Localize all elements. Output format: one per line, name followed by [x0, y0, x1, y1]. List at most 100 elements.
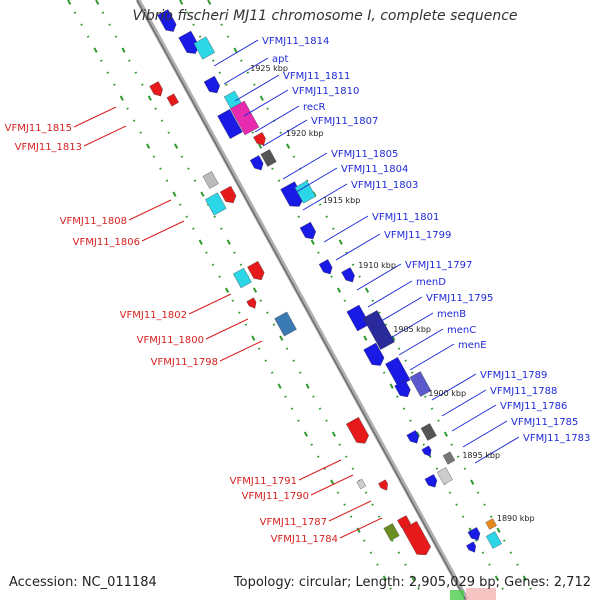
- guide-dot: [277, 179, 281, 182]
- forward-gene-label: menD: [416, 277, 446, 288]
- guide-dot: [529, 587, 532, 590]
- label-leader: [323, 215, 369, 243]
- guide-dot: [220, 23, 223, 26]
- guide-dot: [205, 251, 208, 254]
- guide-dot: [389, 383, 394, 389]
- guide-dot: [279, 335, 284, 341]
- gene-feature: [485, 531, 502, 549]
- guide-dot: [404, 359, 407, 362]
- gene-feature: [356, 478, 366, 490]
- scale-tick-label: 1900 kbp: [428, 389, 466, 398]
- label-leader: [451, 404, 497, 432]
- gene-feature-shape: [356, 478, 366, 490]
- gene-feature: [378, 479, 388, 491]
- gene-feature: [450, 590, 464, 600]
- guide-dot: [297, 215, 301, 218]
- gene-feature: [260, 149, 277, 167]
- label-leader: [141, 220, 185, 242]
- guide-dot: [154, 107, 157, 110]
- guide-dot: [165, 179, 169, 182]
- gene-feature: [383, 523, 400, 541]
- accession-text: Accession: NC_011184: [9, 575, 157, 590]
- guide-dot: [185, 11, 189, 14]
- guide-dot: [312, 395, 315, 398]
- guide-dot: [119, 95, 124, 101]
- gene-feature-shape: [247, 261, 265, 281]
- gene-feature-shape: [230, 100, 260, 136]
- guide-dot: [488, 563, 491, 566]
- gene-feature-shape: [436, 467, 453, 485]
- guide-dot: [192, 227, 195, 230]
- guide-dot: [185, 215, 189, 218]
- gene-feature-shape: [249, 155, 264, 171]
- gene-feature: [346, 304, 370, 332]
- gene-feature: [249, 155, 264, 171]
- gene-feature: [217, 109, 243, 139]
- label-leader: [219, 340, 263, 362]
- guide-dot: [397, 551, 401, 554]
- guide-dot: [73, 11, 77, 14]
- gene-feature: [166, 93, 179, 107]
- guide-dot: [258, 143, 263, 149]
- guide-dot: [415, 431, 421, 437]
- scale-tick-label: 1920 kbp: [286, 129, 324, 138]
- guide-dot: [325, 215, 329, 218]
- guide-dot: [336, 491, 340, 494]
- forward-gene-label: VFMJ11_1811: [283, 71, 350, 82]
- guide-dot: [244, 323, 248, 326]
- guide-dot: [139, 131, 142, 134]
- guide-dot: [285, 347, 289, 350]
- chromosome-backbone: [135, 0, 469, 600]
- guide-dot: [218, 275, 221, 278]
- label-leader: [409, 343, 455, 371]
- guide-dot: [489, 515, 493, 518]
- label-leader: [377, 296, 423, 324]
- gene-feature: [406, 430, 420, 444]
- gene-feature-shape: [203, 75, 220, 94]
- label-leader: [367, 280, 413, 308]
- guide-dot: [218, 71, 222, 74]
- guide-dot: [297, 419, 300, 422]
- scale-tick-label: 1905 kbp: [393, 325, 431, 334]
- gene-feature-shape: [383, 523, 400, 541]
- gene-feature-shape: [362, 310, 395, 350]
- label-leader: [213, 39, 259, 67]
- gene-feature: [246, 297, 257, 309]
- forward-gene-label: VFMJ11_1803: [351, 180, 418, 191]
- label-leader: [254, 105, 300, 133]
- forward-gene-label: VFMJ11_1786: [500, 401, 567, 412]
- gene-feature: [385, 357, 411, 387]
- scale-tick-label: 1895 kbp: [462, 451, 500, 460]
- reverse-gene-label: VFMJ11_1800: [137, 335, 204, 346]
- guide-dot: [252, 287, 258, 293]
- guide-dot: [226, 35, 230, 38]
- guide-dot: [417, 587, 420, 590]
- gene-feature-shape: [424, 474, 438, 488]
- gene-feature-shape: [294, 180, 316, 204]
- guide-dot: [404, 563, 407, 566]
- forward-gene-label: VFMJ11_1797: [405, 260, 472, 271]
- map-title: Vibrio fischeri MJ11 chromosome I, compl…: [132, 8, 518, 24]
- guide-dot: [277, 383, 282, 389]
- guide-dot: [336, 287, 342, 293]
- gene-feature: [362, 310, 395, 350]
- guide-dot: [455, 503, 458, 506]
- guide-dot: [435, 467, 439, 470]
- label-leaders: [73, 39, 520, 539]
- gene-feature: [467, 527, 481, 541]
- scale-tick-label: 1890 kbp: [497, 514, 535, 523]
- guide-dot: [271, 167, 274, 170]
- gene-feature-shape: [260, 149, 277, 167]
- label-leader: [441, 389, 487, 417]
- guide-dot: [251, 335, 256, 341]
- guide-dot: [382, 371, 386, 374]
- gene-feature: [205, 192, 227, 216]
- guide-dot: [180, 155, 184, 158]
- guide-dot: [231, 299, 235, 302]
- guide-dot: [225, 83, 228, 86]
- gene-feature-shape: [341, 267, 355, 283]
- guide-dot: [369, 551, 373, 554]
- guide-dot: [448, 491, 452, 494]
- reverse-gene-label: VFMJ11_1815: [5, 123, 72, 134]
